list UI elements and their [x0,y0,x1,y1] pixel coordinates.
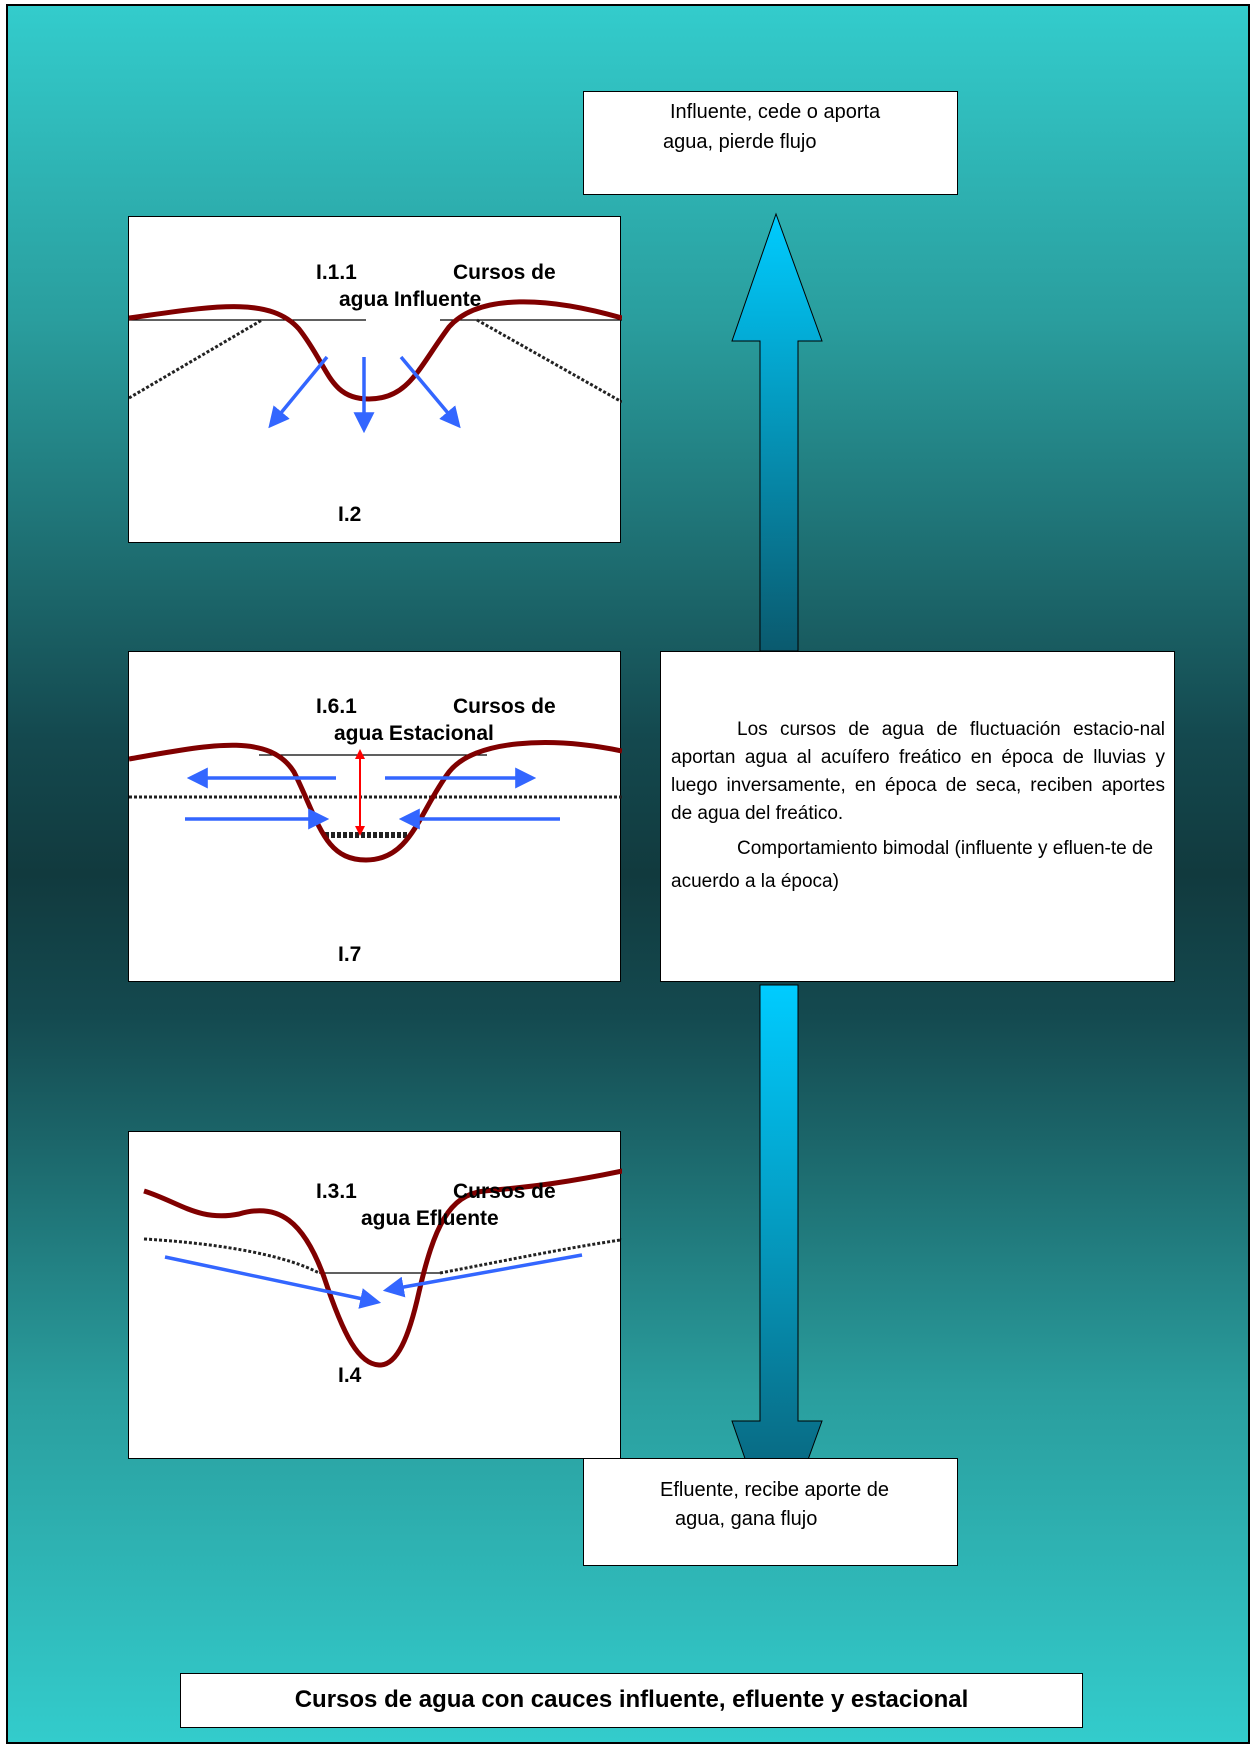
influente-panel-title-line1: Cursos de [453,261,556,284]
estacional-panel-title-line1: Cursos de [453,695,556,718]
efluente-caption-line2: agua, gana flujo [675,1508,818,1530]
influente-panel-title-line2: agua Influente [339,288,482,311]
influente-caption-line1: Influente, cede o aporta [670,101,881,123]
large-up-arrow [731,212,823,652]
estacional-panel-title-line2: agua Estacional [334,722,494,745]
influente-caption-line2: agua, pierde flujo [663,131,817,153]
efluente-panel-label: I.4 [338,1364,362,1387]
influente-box: Influente, cede o aporta agua, pierde fl… [583,91,958,195]
efluente-panel-title-line1: Cursos de [453,1180,556,1203]
efluente-sketch [143,1168,622,1368]
footer-title: Cursos de agua con cauces influente, efl… [180,1673,1083,1728]
efluente-panel-title-line2: agua Efluente [361,1207,499,1230]
efluente-caption-line1: Efluente, recibe aporte de [660,1479,890,1501]
estacional-panel-id: I.6.1 [316,695,357,718]
estacional-sketch [129,740,622,863]
efluente-panel-id: I.3.1 [316,1180,357,1203]
panel-estacional: I.6.1 Cursos de agua Estacional I.7 [128,651,622,982]
description-paragraph-1: Los cursos de agua de fluctuación estaci… [671,719,1165,824]
description-box [660,651,1175,982]
influente-sketch [129,299,622,434]
description-paragraph-2: Comportamiento bimodal (influente y eflu… [671,838,1154,892]
panel-efluente: I.3.1 Cursos de agua Efluente I.4 [128,1131,622,1459]
description-text: Los cursos de agua de fluctuación estaci… [661,656,1173,982]
estacional-panel-label: I.7 [338,943,362,966]
influente-panel-label: I.2 [338,503,362,526]
efluente-box: Efluente, recibe aporte de agua, gana fl… [583,1458,958,1566]
influente-panel-id: I.1.1 [316,261,357,284]
panel-influente: I.1.1 Cursos de agua Influente I.2 [128,216,622,543]
